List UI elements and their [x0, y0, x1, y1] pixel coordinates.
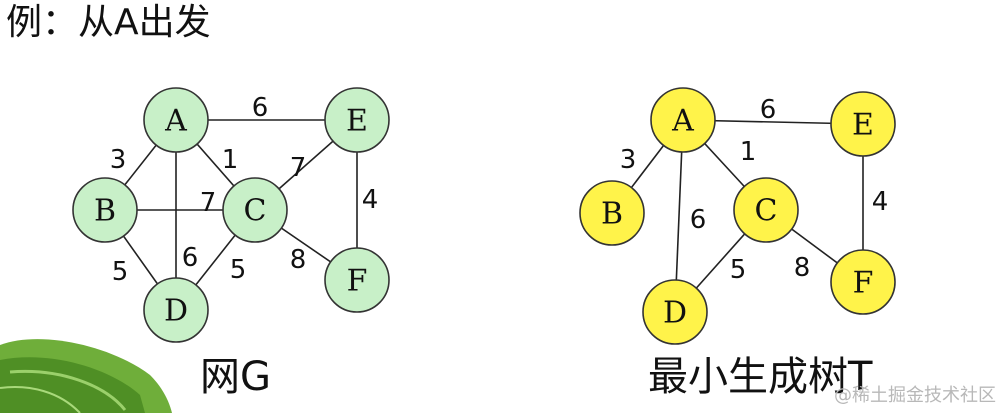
t-node-b [579, 180, 645, 246]
g-weight-c-e: 7 [290, 153, 307, 183]
g-node-b [72, 177, 138, 243]
t-weight-a-d: 6 [690, 205, 707, 235]
t-weight-a-e: 6 [760, 95, 777, 125]
g-node-d [143, 277, 209, 343]
t-node-label-e: E [852, 108, 874, 143]
g-weight-a-e: 6 [252, 93, 269, 123]
t-weight-c-f: 8 [794, 253, 811, 283]
t-node-e [830, 91, 896, 157]
page-title: 例：从A出发 [6, 2, 211, 43]
t-node-c [733, 177, 799, 243]
graph-g-caption: 网G [200, 354, 271, 400]
g-weight-b-c: 7 [200, 188, 217, 218]
g-weight-c-d: 5 [230, 255, 247, 285]
t-node-label-c: C [755, 194, 778, 229]
t-node-label-b: B [601, 197, 623, 232]
t-node-a [650, 87, 716, 153]
g-weight-a-d: 6 [182, 243, 199, 273]
t-node-label-f: F [853, 266, 874, 301]
g-weight-a-c: 1 [222, 145, 239, 175]
t-weight-a-c: 1 [740, 137, 757, 167]
t-node-label-d: D [663, 296, 687, 331]
g-weight-a-b: 3 [110, 145, 127, 175]
g-weight-b-d: 5 [112, 257, 129, 287]
t-node-label-a: A [671, 104, 694, 139]
watermark: @稀土掘金技术社区 [834, 385, 996, 406]
g-node-label-c: C [244, 194, 267, 229]
g-node-f [324, 247, 390, 313]
g-node-label-a: A [164, 104, 187, 139]
g-node-label-b: B [94, 194, 116, 229]
g-node-label-f: F [347, 264, 368, 299]
leaf-decoration [0, 339, 172, 413]
t-node-d [642, 279, 708, 345]
t-weight-e-f: 4 [872, 187, 889, 217]
t-node-f [830, 249, 896, 315]
t-weight-a-b: 3 [620, 145, 637, 175]
g-node-label-d: D [164, 294, 188, 329]
g-node-a [143, 87, 209, 153]
graph-t-caption: 最小生成树T [648, 354, 873, 400]
g-weight-e-f: 4 [362, 185, 379, 215]
g-node-c [222, 177, 288, 243]
g-node-e [324, 87, 390, 153]
g-weight-c-f: 8 [290, 245, 307, 275]
t-weight-c-d: 5 [730, 255, 747, 285]
g-node-label-e: E [346, 104, 368, 139]
